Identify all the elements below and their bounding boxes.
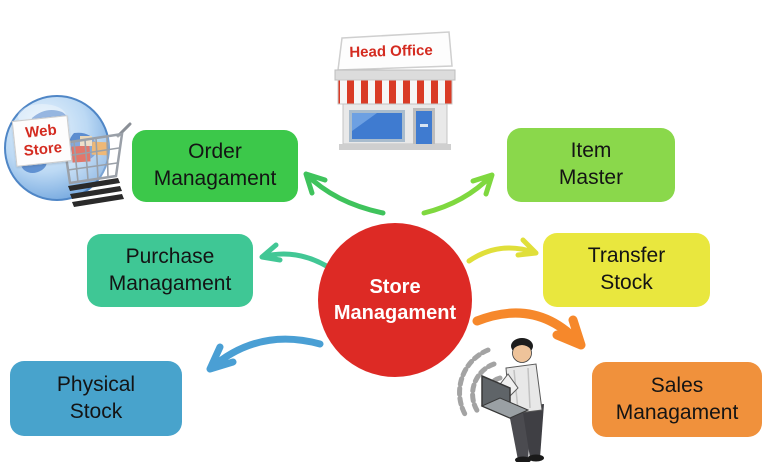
order-management-box: Order Managament (132, 130, 298, 202)
person-figure (480, 338, 544, 462)
arrow-to-transfer-stock (466, 237, 539, 264)
storefront-sign (337, 31, 453, 71)
sales-management-label: Sales Managament (615, 373, 739, 424)
purchase-management-box: Purchase Managament (87, 234, 253, 307)
head-office-icon (333, 28, 457, 152)
arrow-to-purchase-management (259, 242, 336, 273)
physical-stock-label: Physical Stock (56, 372, 136, 423)
item-master-label: Item Master (558, 139, 624, 189)
purchase-management-label: Purchase Managament (108, 244, 232, 295)
web-store-label: Web Store (11, 115, 73, 167)
transfer-stock-box: Transfer Stock (543, 233, 710, 307)
store-management-label: Store Managament (333, 276, 457, 324)
shopping-cart-icon (62, 122, 132, 207)
order-management-label: Order Managament (153, 140, 277, 190)
sales-management-box: Sales Managament (592, 362, 762, 437)
storefront-awning (337, 79, 453, 105)
store-management-circle: Store Managament (318, 223, 472, 377)
transfer-stock-label: Transfer Stock (587, 244, 666, 294)
arrow-to-physical-stock (206, 335, 324, 373)
physical-stock-box: Physical Stock (10, 361, 182, 436)
arrow-to-item-master (421, 172, 495, 216)
head-office-label: Head Office (349, 41, 433, 61)
person-with-laptop-icon (452, 336, 570, 462)
item-master-box: Item Master (507, 128, 675, 202)
arrow-to-order-management (303, 171, 386, 216)
